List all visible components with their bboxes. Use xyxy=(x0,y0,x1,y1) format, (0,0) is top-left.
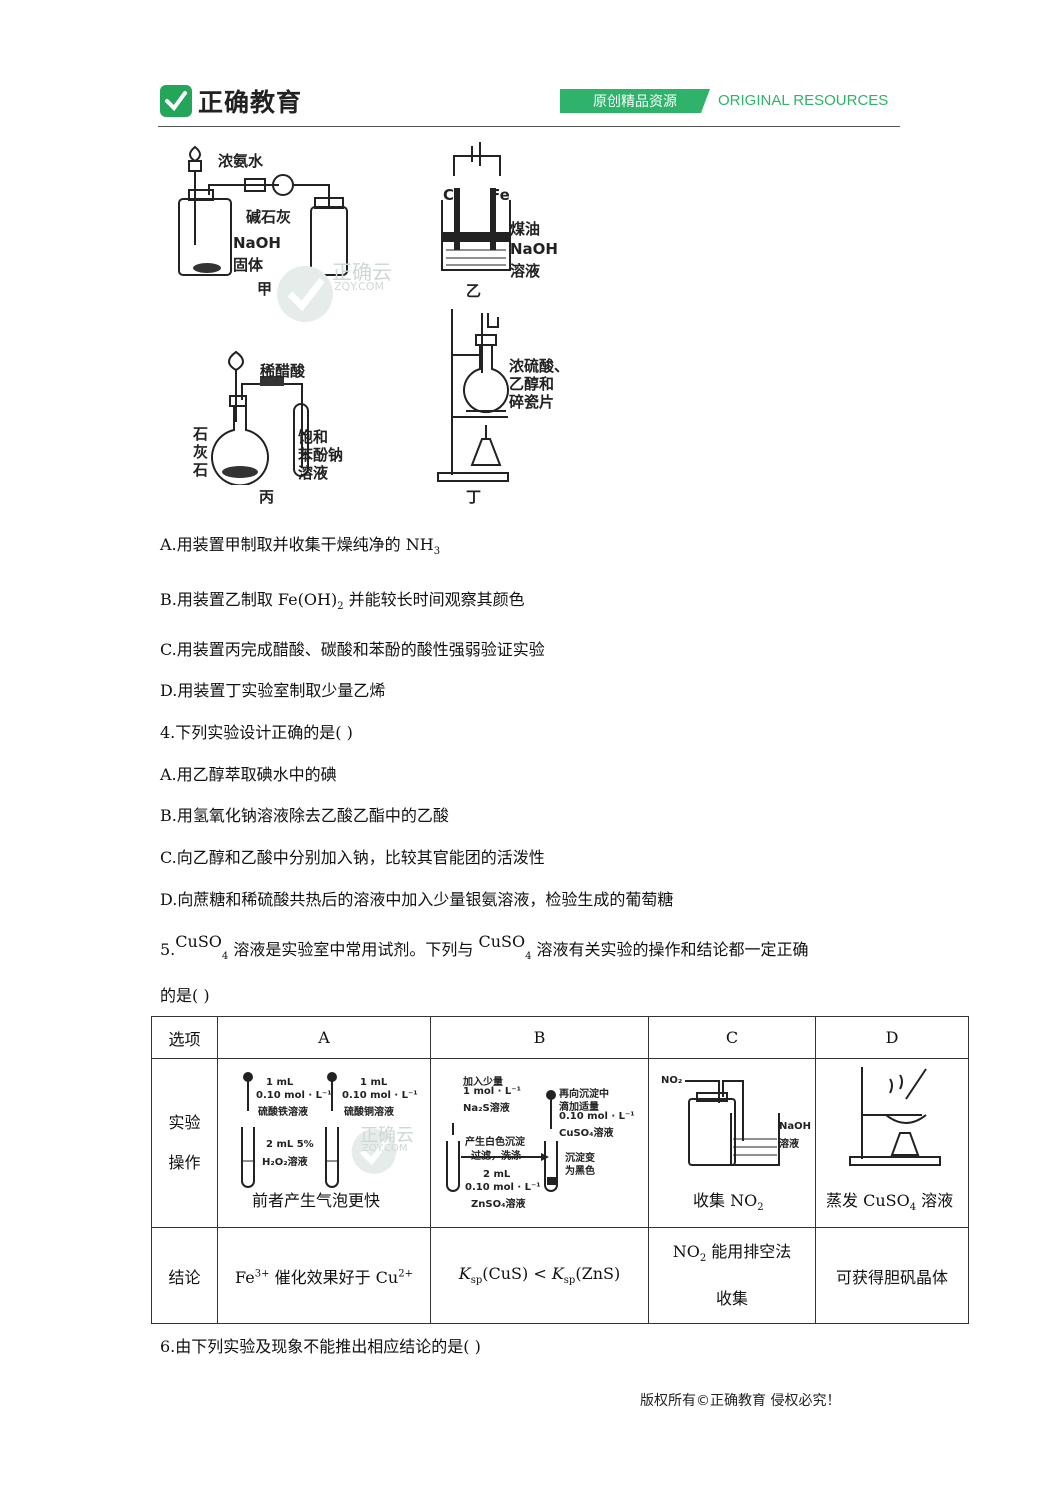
a-caption: 前者产生气泡更快 xyxy=(252,1191,381,1210)
table-header-a: A xyxy=(217,1016,431,1059)
row-label-conclusion: 结论 xyxy=(151,1227,218,1324)
watermark-en: ZQY.COM xyxy=(334,280,385,293)
label-soda-lime: 碱石灰 xyxy=(246,208,292,226)
label-saturated: 饱和 xyxy=(298,428,329,446)
watermark-logo-2: 正确云 ZQY.COM xyxy=(314,1121,434,1181)
q3-option-b: B.用装置乙制取 Fe(OH)2 并能较长时间观察其颜色 xyxy=(160,590,525,613)
figure-jia xyxy=(165,135,365,300)
label-porcelain: 碎瓷片 xyxy=(509,393,555,411)
b-label-again: 再向沉淀中 xyxy=(559,1089,609,1100)
cell-b-conclusion: Ksp(CuS) < Ksp(ZnS) xyxy=(430,1227,649,1324)
q4-option-a: A.用乙醇萃取碘水中的碘 xyxy=(160,765,337,784)
label-conc-ammonia: 浓氨水 xyxy=(218,152,264,170)
label-iron: Fe xyxy=(490,186,510,204)
b-label-turns: 沉淀变 xyxy=(565,1153,595,1164)
watermark-cn: 正确云 xyxy=(332,260,392,284)
figure-a: 1 mL 0.10 mol · L⁻¹ 硫酸铁溶液 1 mL 0.10 mol … xyxy=(218,1059,430,1227)
cell-d-conclusion: 可获得胆矾晶体 xyxy=(815,1227,969,1324)
c-label-naoh: NaOH xyxy=(779,1121,811,1132)
brand-logo: 正确教育 xyxy=(160,84,302,118)
d-caption: 蒸发 CuSO4 溶液 xyxy=(826,1191,954,1214)
b-label-conc-3: 0.10 mol · L⁻¹ xyxy=(465,1182,541,1193)
q4-option-b: B.用氢氧化钠溶液除去乙酸乙酯中的乙酸 xyxy=(160,806,449,825)
a-label-fe-sulfate: 硫酸铁溶液 xyxy=(258,1107,308,1118)
label-carbon: C xyxy=(443,186,455,204)
b-label-black: 为黑色 xyxy=(565,1166,595,1177)
a-label-conc-1: 0.10 mol · L⁻¹ xyxy=(256,1090,332,1101)
figure-c: NO₂ NaOH 溶液 收集 NO2 xyxy=(649,1059,815,1227)
label-naoh-2: NaOH xyxy=(510,240,558,258)
cell-c-operation: NO₂ NaOH 溶液 收集 NO2 xyxy=(648,1058,816,1228)
b-label-conc-1: 1 mol · L⁻¹ xyxy=(463,1086,521,1097)
figure-ding xyxy=(432,305,512,485)
c-caption: 收集 NO2 xyxy=(693,1191,764,1214)
row-label-operation: 实验 操作 xyxy=(151,1058,218,1228)
a-label-conc-2: 0.10 mol · L⁻¹ xyxy=(342,1090,418,1101)
label-dilute-acetic: 稀醋酸 xyxy=(260,362,306,380)
c-label-solution: 溶液 xyxy=(779,1139,799,1150)
watermark-en-2: ZQY.COM xyxy=(362,1143,408,1154)
b-label-drop: 滴加适量 xyxy=(559,1102,599,1113)
figure-b: 加入少量 1 mol · L⁻¹ Na₂S溶液 再向沉淀中 滴加适量 0.10 … xyxy=(431,1059,648,1227)
check-icon xyxy=(160,85,192,117)
cell-b-operation: 加入少量 1 mol · L⁻¹ Na₂S溶液 再向沉淀中 滴加适量 0.10 … xyxy=(430,1058,649,1228)
table-header-c: C xyxy=(648,1016,816,1059)
watermark-cn-2: 正确云 xyxy=(360,1125,414,1146)
q4-option-d: D.向蔗糖和稀硫酸共热后的溶液中加入少量银氨溶液，检验生成的葡萄糖 xyxy=(160,890,674,909)
b-label-cuso4: CuSO₄溶液 xyxy=(559,1128,614,1139)
header-rule xyxy=(158,126,900,127)
figure-name-yi: 乙 xyxy=(466,282,482,300)
label-solid: 固体 xyxy=(233,256,264,274)
brand-name: 正确教育 xyxy=(198,88,303,117)
a-label-h2o2-vol: 2 mL 5% xyxy=(266,1139,314,1150)
footer-copyright: 版权所有©正确教育 侵权必究！ xyxy=(640,1393,841,1409)
label-ethanol: 乙醇和 xyxy=(509,375,555,393)
a-label-1ml-1: 1 mL xyxy=(266,1077,294,1088)
b-label-filter: 过滤，洗涤 xyxy=(471,1151,521,1162)
b-label-znso4: ZnSO₄溶液 xyxy=(471,1199,526,1210)
b-label-add-small: 加入少量 xyxy=(463,1077,503,1088)
label-limestone-1: 石 xyxy=(193,425,209,443)
b-label-na2s: Na₂S溶液 xyxy=(463,1103,510,1114)
header-tag-en: ORIGINAL RESOURCES xyxy=(718,92,889,109)
figure-d: 蒸发 CuSO4 溶液 xyxy=(816,1059,968,1227)
figure-name-jia: 甲 xyxy=(257,280,273,298)
a-label-h2o2: H₂O₂溶液 xyxy=(262,1157,308,1168)
figure-name-bing: 丙 xyxy=(259,488,275,506)
q5-table: 选项 A B C D 实验 操作 1 mL xyxy=(151,1016,969,1324)
label-limestone-3: 石 xyxy=(193,461,209,479)
label-solution: 溶液 xyxy=(510,262,541,280)
header-tag: 原创精品资源 xyxy=(560,89,710,113)
label-limestone-2: 灰 xyxy=(193,443,209,461)
q3-option-d: D.用装置丁实验室制取少量乙烯 xyxy=(160,681,386,700)
label-sodium-phenoxide: 苯酚钠 xyxy=(298,446,344,464)
cell-c-conclusion: NO2 能用排空法 收集 xyxy=(648,1227,816,1324)
table-header-d: D xyxy=(815,1016,969,1059)
figure-name-ding: 丁 xyxy=(466,488,482,506)
a-label-1ml-2: 1 mL xyxy=(360,1077,388,1088)
q3-option-c: C.用装置丙完成醋酸、碳酸和苯酚的酸性强弱验证实验 xyxy=(160,640,545,659)
table-header-b: B xyxy=(430,1016,649,1059)
table-header-option: 选项 xyxy=(151,1016,218,1059)
q5-stem-line1: 5.CuSO4 溶液是实验室中常用试剂。下列与 CuSO4 溶液有关实验的操作和… xyxy=(160,932,809,963)
q4-stem: 4.下列实验设计正确的是( ) xyxy=(160,723,353,742)
q3-option-a: A.用装置甲制取并收集干燥纯净的 NH3 xyxy=(160,535,441,558)
c-label-no2: NO₂ xyxy=(661,1075,683,1086)
label-solution-2: 溶液 xyxy=(298,464,329,482)
q6-stem: 6.由下列实验及现象不能推出相应结论的是( ) xyxy=(160,1337,481,1356)
figure-yi xyxy=(432,140,532,280)
label-conc-sulfuric: 浓硫酸、 xyxy=(509,357,570,375)
cell-d-operation: 蒸发 CuSO4 溶液 xyxy=(815,1058,969,1228)
b-label-conc-2: 0.10 mol · L⁻¹ xyxy=(559,1111,635,1122)
a-label-cu-sulfate: 硫酸铜溶液 xyxy=(344,1107,394,1118)
watermark-logo: 正确云 ZQY.COM xyxy=(270,256,430,326)
label-kerosene: 煤油 xyxy=(510,220,541,238)
label-naoh: NaOH xyxy=(233,234,281,252)
cell-a-operation: 1 mL 0.10 mol · L⁻¹ 硫酸铁溶液 1 mL 0.10 mol … xyxy=(217,1058,431,1228)
b-label-2ml: 2 mL xyxy=(483,1169,511,1180)
cell-a-conclusion: Fe3+ 催化效果好于 Cu2+ xyxy=(217,1227,431,1324)
b-label-white-ppt: 产生白色沉淀 xyxy=(465,1137,525,1148)
q5-stem-line2: 的是( ) xyxy=(160,986,210,1005)
q4-option-c: C.向乙醇和乙酸中分别加入钠，比较其官能团的活泼性 xyxy=(160,848,545,867)
